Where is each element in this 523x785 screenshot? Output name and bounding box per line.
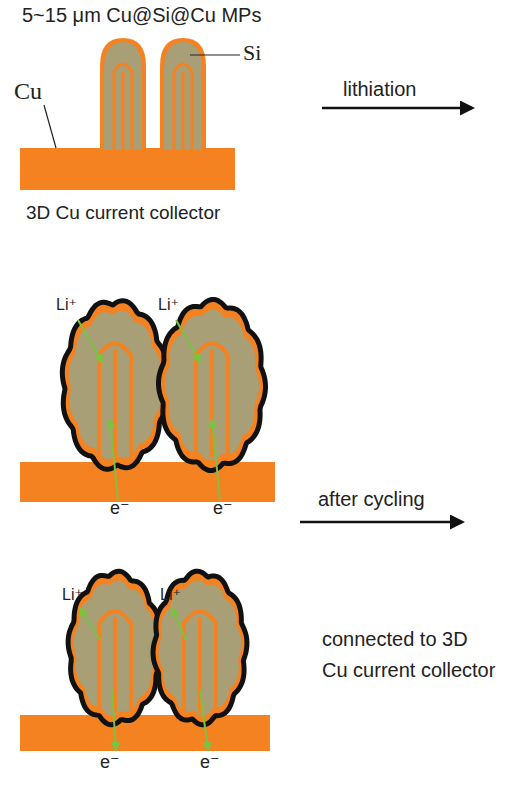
flow-arrow: [212, 420, 220, 500]
sei-cu-shell: [159, 299, 266, 470]
cu-core: [184, 611, 216, 712]
lithiated-particle: [153, 571, 247, 725]
step-label: after cycling: [318, 488, 425, 511]
lithiated-particle: [62, 301, 167, 470]
sei-cu-shell: [62, 301, 167, 470]
flow-arrow: [200, 690, 208, 750]
species-label: Li⁺: [62, 586, 83, 604]
cu-core: [114, 64, 132, 150]
cu-core: [99, 611, 131, 712]
si-layer: [69, 311, 162, 459]
si-layer: [74, 581, 156, 716]
current-collector: [20, 462, 275, 502]
cu-core: [196, 343, 228, 457]
figure-title: 5~15 μm Cu@Si@Cu MPs: [22, 4, 261, 27]
cu-core: [122, 72, 125, 150]
process-arrow: [322, 107, 472, 110]
species-label: Li⁺: [158, 296, 179, 314]
species-label: Li⁺: [56, 296, 77, 314]
process-arrow: [300, 521, 462, 524]
species-label: e⁻: [213, 498, 233, 519]
current-collector: [20, 148, 235, 190]
species-label: e⁻: [200, 752, 220, 773]
flow-arrow: [112, 690, 116, 750]
cu-shell: [100, 38, 146, 150]
cu-core: [113, 617, 117, 712]
flow-arrow: [176, 320, 200, 362]
cu-core: [99, 343, 131, 457]
si-layer: [165, 310, 259, 461]
part-name: Si: [243, 40, 261, 65]
species-label: e⁻: [110, 498, 130, 519]
species-label: e⁻: [100, 752, 120, 773]
flow-arrow: [172, 608, 186, 640]
lithiated-panel: [20, 299, 275, 502]
step-label: connected to 3D Cu current collector: [322, 624, 497, 686]
cycled-panel: [20, 571, 270, 751]
si-layer: [104, 42, 142, 150]
flow-arrow: [80, 608, 100, 640]
cu-core: [174, 64, 192, 150]
flow-arrow: [78, 320, 102, 362]
species-label: Li⁺: [160, 586, 181, 604]
flow-arrow: [110, 420, 118, 500]
step-label: lithiation: [343, 78, 416, 101]
current-collector: [20, 715, 270, 751]
leader-line: [44, 105, 56, 148]
lithiated-particle: [159, 299, 266, 470]
leader-line: [190, 54, 240, 55]
cu-core: [113, 349, 117, 457]
cu-core: [182, 72, 185, 150]
part-name: 3D Cu current collector: [26, 202, 220, 224]
sei-cu-shell: [153, 571, 247, 725]
part-name: Cu: [14, 78, 42, 106]
si-layer: [164, 42, 202, 150]
pristine-panel: [20, 38, 240, 190]
